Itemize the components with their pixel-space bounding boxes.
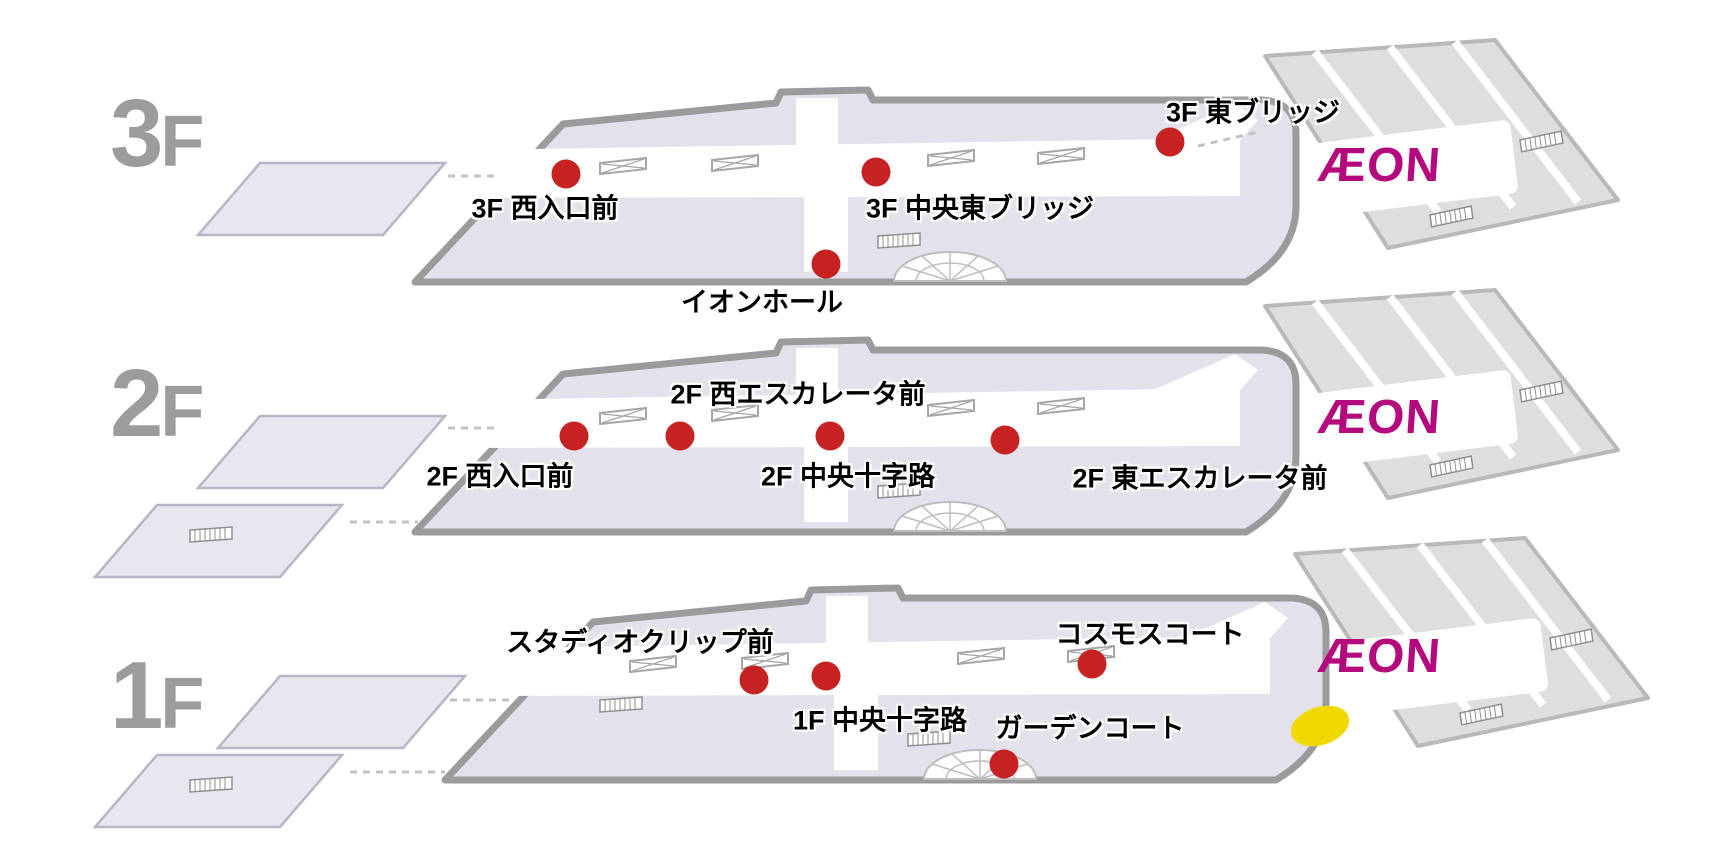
marker-label-1f-central-crossing: 1F 中央十字路	[792, 705, 968, 736]
marker-2f-west-escalator[interactable]	[665, 421, 695, 451]
marker-label-3f-central-east-bridge: 3F 中央東ブリッジ	[865, 193, 1095, 224]
floor-suffix: F	[160, 372, 204, 452]
marker-2f-west-entrance[interactable]	[559, 421, 589, 451]
floor-suffix: F	[160, 102, 204, 182]
floor-2f-map	[93, 290, 1618, 579]
marker-label-garden-court: ガーデンコート	[995, 713, 1185, 744]
marker-2f-east-escalator[interactable]	[990, 425, 1020, 455]
marker-label-cosmos-court: コスモスコート	[1055, 619, 1245, 650]
marker-label-3f-east-bridge: 3F 東ブリッジ	[1165, 97, 1341, 128]
aeon-logo-1f: ÆON	[1316, 630, 1443, 683]
floor-label-2f: 2F	[110, 356, 204, 452]
floor-number: 2	[110, 350, 163, 457]
marker-3f-west-entrance[interactable]	[551, 159, 581, 189]
floor-suffix: F	[160, 664, 204, 744]
marker-1f-central-crossing[interactable]	[811, 661, 841, 691]
marker-2f-central-crossing[interactable]	[815, 421, 845, 451]
marker-label-2f-west-escalator: 2F 西エスカレータ前	[670, 379, 926, 410]
marker-3f-east-bridge[interactable]	[1155, 127, 1185, 157]
marker-garden-court[interactable]	[989, 749, 1019, 779]
marker-studio-clip-front[interactable]	[739, 665, 769, 695]
marker-label-2f-east-escalator: 2F 東エスカレータ前	[1072, 463, 1328, 494]
marker-label-2f-west-entrance: 2F 西入口前	[426, 461, 574, 492]
marker-label-studio-clip-front: スタディオクリップ前	[506, 627, 774, 658]
marker-label-aeon-hall: イオンホール	[681, 287, 843, 318]
floor-3f-map	[196, 40, 1618, 282]
garden-court-highlight	[1290, 705, 1350, 747]
floor-label-1f: 1F	[110, 648, 204, 744]
marker-cosmos-court[interactable]	[1077, 649, 1107, 679]
floor-label-3f: 3F	[110, 86, 204, 182]
aeon-logo-2f: ÆON	[1316, 391, 1443, 444]
floor-number: 1	[110, 642, 163, 749]
marker-label-2f-central-crossing: 2F 中央十字路	[760, 461, 936, 492]
marker-label-3f-west-entrance: 3F 西入口前	[471, 193, 619, 224]
marker-aeon-hall[interactable]	[811, 249, 841, 279]
marker-3f-central-east-bridge[interactable]	[861, 157, 891, 187]
floor-number: 3	[110, 80, 163, 187]
floor-1f-map	[93, 538, 1648, 829]
aeon-logo-3f: ÆON	[1316, 139, 1443, 192]
